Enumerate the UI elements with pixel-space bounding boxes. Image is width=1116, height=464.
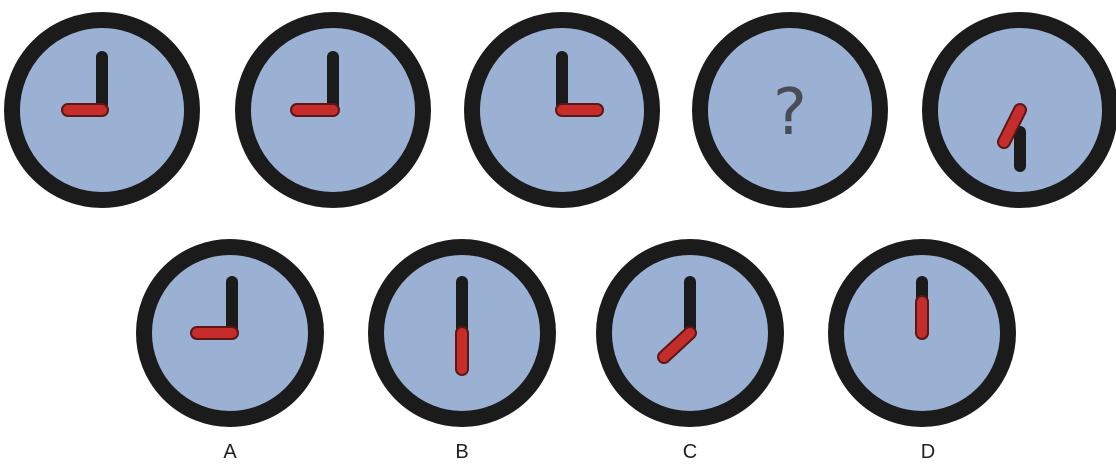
- sequence-clock-5: [922, 12, 1116, 208]
- option-label-b: B: [455, 441, 468, 463]
- option-a[interactable]: [136, 239, 324, 427]
- hour-hand: [659, 328, 695, 362]
- clock-face: [692, 12, 888, 208]
- sequence-clock-4-missing: ?: [692, 12, 888, 208]
- option-b[interactable]: [368, 239, 556, 427]
- option-d[interactable]: [828, 239, 1016, 427]
- sequence-clock-3: [464, 12, 660, 208]
- option-label-d: D: [921, 441, 935, 463]
- option-c[interactable]: [596, 239, 784, 427]
- sequence-clock-1: [4, 12, 200, 208]
- hour-hand: [999, 105, 1025, 147]
- option-label-c: C: [683, 441, 697, 463]
- sequence-clock-2: [235, 12, 431, 208]
- question-mark: ?: [773, 76, 807, 150]
- option-label-a: A: [223, 441, 237, 463]
